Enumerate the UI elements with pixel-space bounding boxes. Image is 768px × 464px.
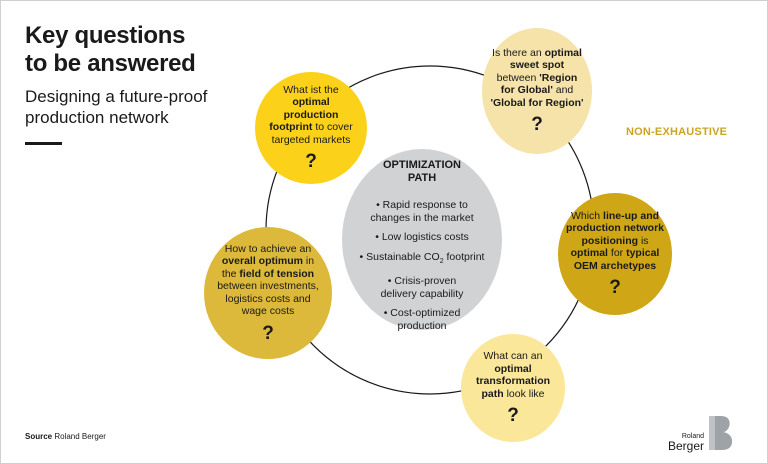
question-circle-transformation-path: What can an optimal transformation path … [461,334,565,442]
question-mark: ? [531,114,543,136]
question-circle-production-footprint: What ist the optimal production footprin… [255,72,367,184]
non-exhaustive-tag: NON-EXHAUSTIVE [626,126,728,138]
question-circle-overall-optimum: How to achieve an overall optimum in the… [204,227,332,359]
list-item: Cost-optimized production [342,307,502,332]
optimization-path-title: OPTIMIZATION PATH [382,159,461,184]
source-note: Source Roland Berger [25,432,106,441]
list-item: Sustainable CO2 footprint [342,251,502,269]
roland-berger-logo: Roland Berger [668,414,735,452]
optimization-path-circle: OPTIMIZATION PATH Rapid response to chan… [342,149,502,332]
list-item: Crisis-proven delivery capability [342,275,502,300]
question-mark: ? [609,277,621,299]
logo-b-mark-icon [709,416,733,450]
question-mark: ? [305,151,317,173]
optimization-path-list: Rapid response to changes in the market … [342,199,502,339]
question-circle-sweet-spot: Is there an optimal sweet spot between '… [482,28,592,154]
question-mark: ? [507,405,519,426]
title-underline [25,142,62,145]
question-circle-line-up: Which line-up and production network pos… [558,193,672,315]
slide-title: Key questions to be answered [25,22,196,77]
question-mark: ? [262,322,274,344]
list-item: Rapid response to changes in the market [342,199,502,224]
slide-subtitle: Designing a future-proof production netw… [25,87,208,127]
list-item: Low logistics costs [342,231,502,244]
